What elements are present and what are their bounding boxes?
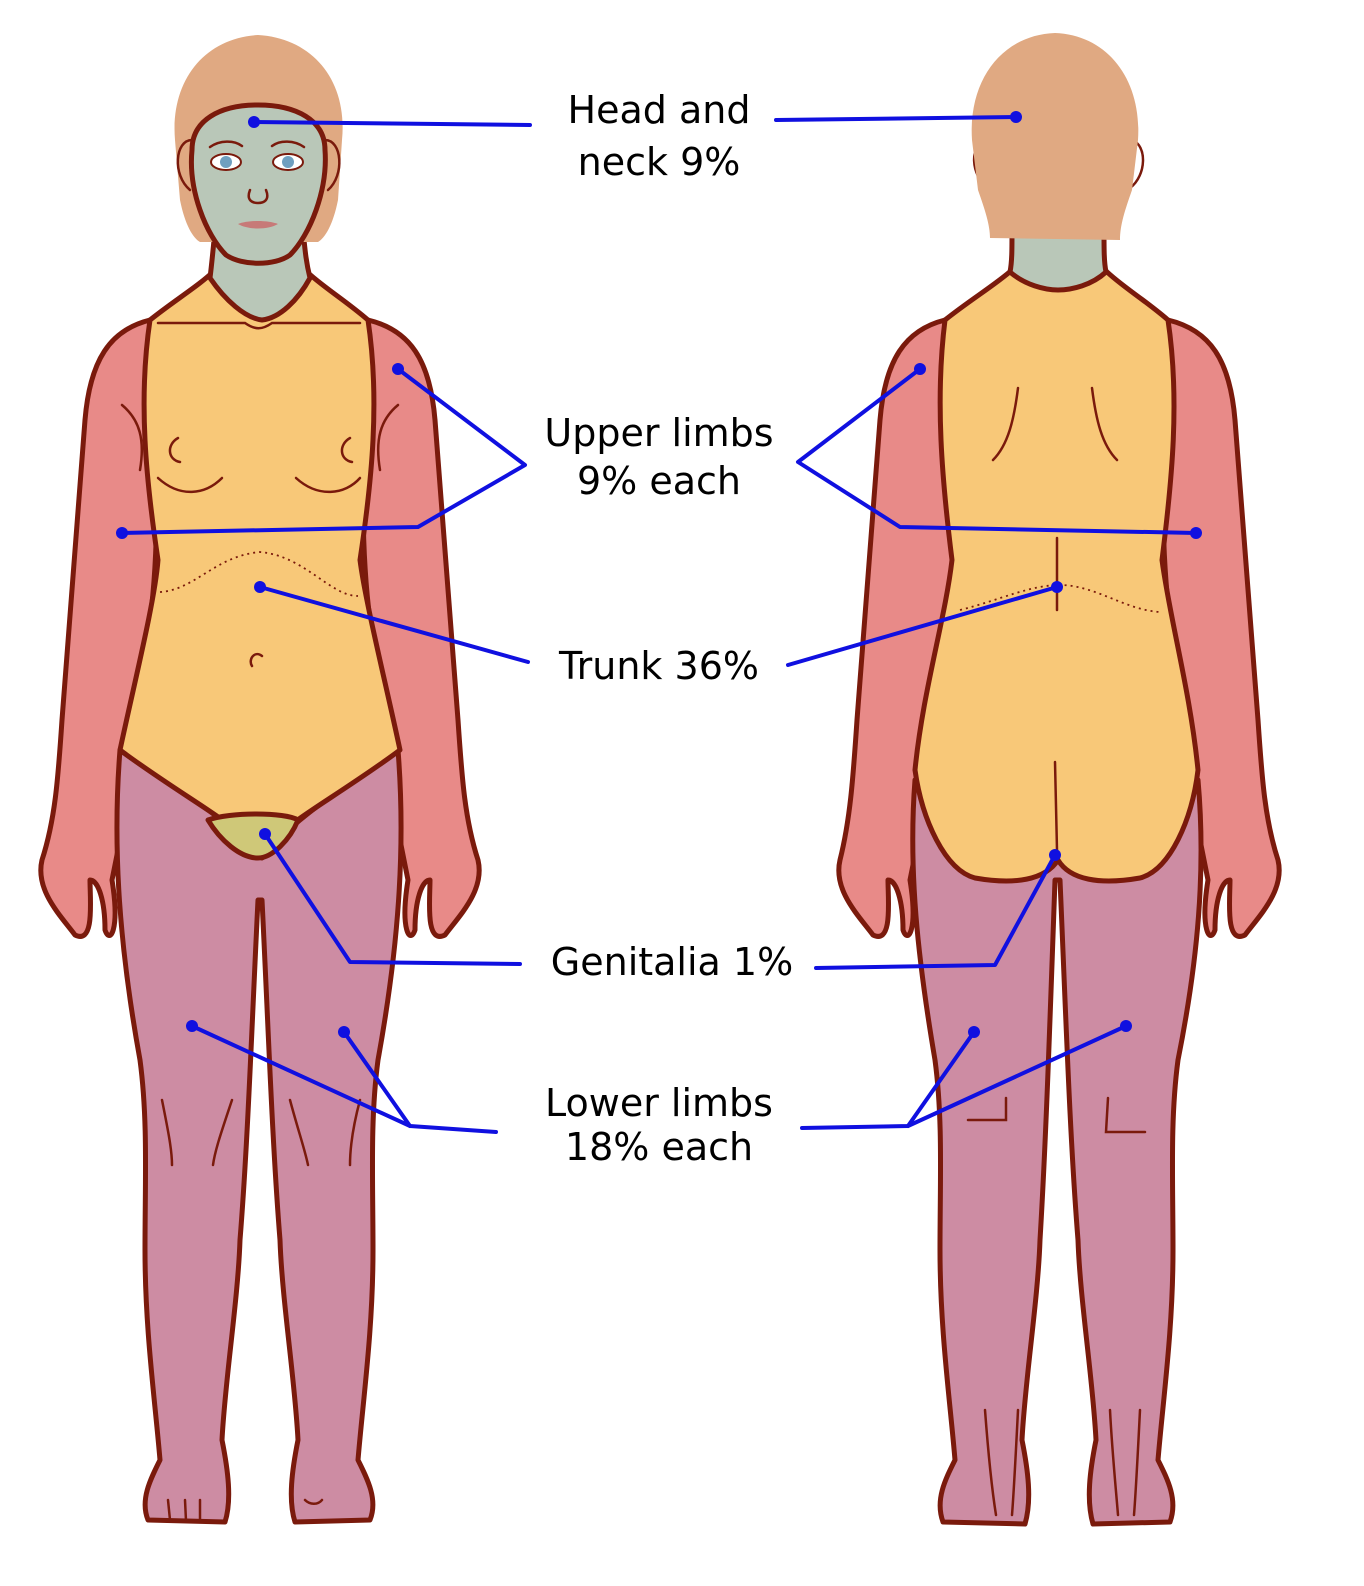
leader-upper-front [120,367,527,535]
region-labels: Head and neck 9% Upper limbs 9% each Tru… [544,88,793,1169]
leader-dot-lower-back-right [1120,1020,1132,1032]
label-lower-limbs-line1: Lower limbs [545,1081,773,1125]
back-spine [1053,536,1059,852]
leader-dot-upper-front-left [116,527,128,539]
label-head-neck-line1: Head and [568,88,751,132]
front-left-iris [220,156,232,168]
back-legs [910,777,1204,1527]
back-shoulder-lines [991,386,1119,462]
leader-trunk-front [258,585,530,664]
label-trunk: Trunk 36% [558,644,759,688]
back-neck [1007,227,1109,293]
leader-dot-genitalia-back [1049,849,1061,861]
front-right-ear [323,138,341,192]
front-nose [247,188,269,205]
back-knee-lines [966,1096,1147,1134]
leader-dot-head-back [1010,111,1022,123]
leader-lower-front-2 [342,1030,412,1128]
leader-dot-lower-front-right [338,1026,350,1038]
label-upper-limbs-line2: 9% each [577,459,741,503]
leader-genitalia-back [814,853,1057,970]
leader-lower-back-2 [906,1030,976,1128]
front-trunk [117,267,403,825]
front-chest-lines [120,403,400,472]
front-breast-right [294,436,362,494]
leader-trunk-back [786,585,1059,667]
leader-dot-trunk-front [254,581,266,593]
front-legs [114,747,404,1525]
front-breast-left [156,436,224,494]
front-feet-lines [166,1498,324,1523]
leader-lines [116,111,1202,1134]
leader-head-front [252,120,532,127]
front-navel [249,652,264,668]
front-right-iris [282,156,294,168]
front-left-ear [176,138,194,192]
leader-dot-upper-back-left [914,363,926,375]
back-hair [971,33,1139,240]
leader-dot-upper-back-right [1190,527,1202,539]
label-lower-limbs-line2: 18% each [565,1125,753,1169]
leader-head-back [774,115,1018,122]
leader-dot-lower-front-left [186,1020,198,1032]
leader-dot-lower-back-left [968,1026,980,1038]
label-upper-limbs-line1: Upper limbs [544,411,773,455]
front-figure [38,35,482,1525]
back-figure [836,33,1282,1527]
front-face [188,102,328,266]
label-genitalia: Genitalia 1% [551,940,793,984]
front-brows [208,140,306,149]
front-knee-lines [160,1098,362,1167]
back-ankle-lines [983,1408,1142,1517]
leader-dot-trunk-back [1051,581,1063,593]
front-waist-line [159,551,359,597]
front-clavicles [156,321,362,330]
leader-dot-genitalia-front [259,828,271,840]
front-mouth [238,221,278,229]
leader-dot-head-front [248,116,260,128]
label-head-neck-line2: neck 9% [578,140,741,184]
leader-upper-back [796,367,1198,535]
leader-genitalia-front [263,832,522,966]
leader-dot-upper-front-right [392,363,404,375]
